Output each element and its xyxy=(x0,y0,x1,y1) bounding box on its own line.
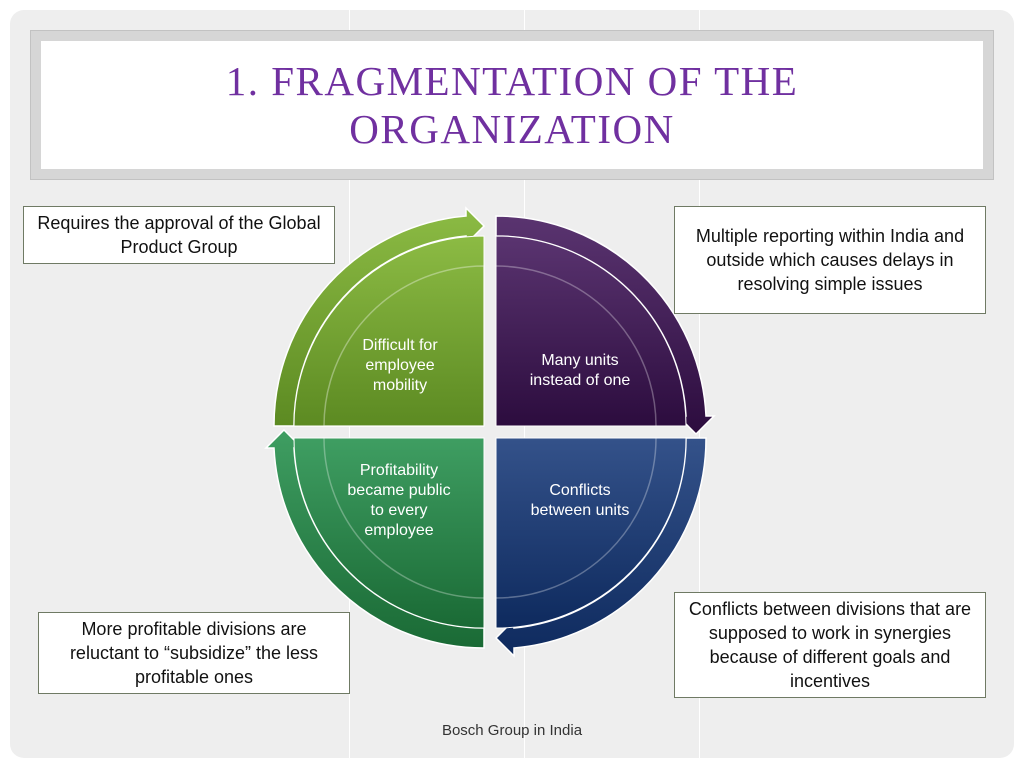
callout-top-left: Requires the approval of the Global Prod… xyxy=(23,206,335,264)
callout-top-right: Multiple reporting within India and outs… xyxy=(674,206,986,314)
quadrant-label-line: employee xyxy=(365,357,434,374)
title-box: 1. FRAGMENTATION OF THE ORGANIZATION xyxy=(41,41,983,169)
quadrant-label-bottom-right: Conflicts between units xyxy=(531,482,630,519)
quadrant-label-line: mobility xyxy=(373,377,427,394)
quadrant-top-right: Many units instead of one xyxy=(495,215,716,436)
callout-bottom-right: Conflicts between divisions that are sup… xyxy=(674,592,986,698)
quadrant-label-top-left: Difficult for employee mobility xyxy=(362,337,438,394)
quadrant-label-line: instead of one xyxy=(530,372,631,389)
quadrant-label-line: Many units xyxy=(541,352,618,369)
footer-text: Bosch Group in India xyxy=(441,722,583,739)
quadrant-label-line: employee xyxy=(364,522,433,539)
quadrant-top-left: Difficult for employee mobility xyxy=(273,206,486,427)
quadrant-bottom-left: Profitability became public to every employ… xyxy=(264,428,485,649)
quadrant-label-line: Profitability xyxy=(360,462,438,479)
quadrant-bottom-right: Conflicts between units xyxy=(494,437,707,658)
quadrant-label-line: became public xyxy=(347,482,450,499)
callout-bottom-left: More profitable divisions are reluctant … xyxy=(38,612,350,694)
quadrant-label-line: between units xyxy=(531,502,630,519)
title-frame: 1. FRAGMENTATION OF THE ORGANIZATION xyxy=(30,30,994,180)
quadrant-label-line: to every xyxy=(371,502,428,519)
slide-title: 1. FRAGMENTATION OF THE ORGANIZATION xyxy=(225,58,799,152)
quadrant-label-line: Conflicts xyxy=(549,482,610,499)
quadrant-label-top-right: Many units instead of one xyxy=(530,352,631,389)
quadrant-label-line: Difficult for xyxy=(362,337,438,354)
cycle-diagram: Difficult for employee mobility Many units… xyxy=(264,206,716,658)
quadrant-label-bottom-left: Profitability became public to every employ… xyxy=(347,462,450,539)
slide: 1. FRAGMENTATION OF THE ORGANIZATION Dif… xyxy=(10,10,1014,758)
